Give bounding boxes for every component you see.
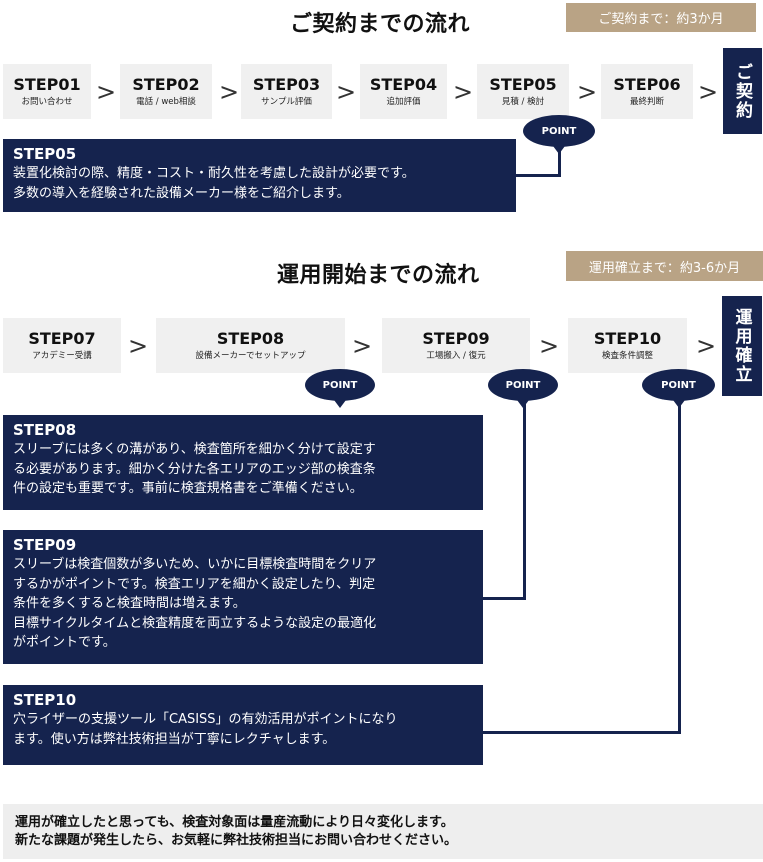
step-label: アカデミー受講 [32,350,92,361]
point-badge-step05: POINT [523,115,595,154]
step-code: STEP03 [252,74,321,94]
step05-detail-box: STEP05 装置化検討の際、精度・コスト・耐久性を考慮した設計が必要です。 多… [3,139,516,212]
box-text-line: 多数の導入を経験された設備メーカー様をご紹介します。 [13,185,350,201]
point-connector-line [558,140,561,176]
step03-card: STEP03 サンプル評価 [241,64,332,119]
box-text-line: 件の設定も重要です。事前に検査規格書をご準備ください。 [13,481,363,496]
chevron-right-icon: > [696,332,717,360]
point-connector-line [678,392,681,734]
step07-card: STEP07 アカデミー受講 [3,318,121,373]
box-text-line: る必要があります。細かく分けた各エリアのエッジ部の検査条 [13,461,376,477]
box-text-line: スリーブは検査個数が多いため、いかに目標検査時間をクリア [13,557,377,572]
step-label: 工場搬入 / 復元 [426,350,486,361]
chevron-right-icon: > [352,332,373,360]
step-code: STEP05 [489,74,557,94]
box-title: STEP10 [13,691,77,709]
step-code: STEP10 [593,328,662,348]
box-title: STEP08 [13,421,77,439]
footer-line: 新たな課題が発生したら、お気軽に弊社技術担当にお問い合わせください。 [15,833,458,848]
section1-title: ご契約までの流れ [290,12,471,37]
chevron-right-icon: > [96,78,117,106]
point-badge-step09: POINT [488,369,558,408]
section1-duration-badge: ご契約まで：約3か月 [566,3,756,32]
step-code: STEP07 [28,328,96,348]
step08-card: STEP08 設備メーカーでセットアップ [156,318,345,373]
box-text-line: 装置化検討の際、精度・コスト・耐久性を考慮した設計が必要です。 [13,166,415,181]
step05-card: STEP05 見積 / 検討 [477,64,569,119]
section2-duration-badge: 運用確立まで：約3-6か月 [566,251,763,281]
step04-card: STEP04 追加評価 [360,64,447,119]
step10-card: STEP10 検査条件調整 [568,318,687,373]
section2-title: 運用開始までの流れ [277,263,480,288]
step-label: 追加評価 [386,96,421,107]
step10-detail-box: STEP10 穴ライザーの支援ツール「CASISS」の有効活用がポイントになり … [3,685,483,765]
step-code: STEP01 [13,74,81,94]
step-label: 見積 / 検討 [501,96,545,107]
box-text-line: がポイントです。 [13,635,116,650]
box-text-line: 条件を多くすると検査時間は増えます。 [13,596,246,611]
step02-card: STEP02 電話 / web相談 [120,64,212,119]
contract-goal-badge: ご契約 [723,48,762,134]
step-label: 電話 / web相談 [136,96,196,107]
chevron-right-icon: > [128,332,149,360]
point-connector-line [482,731,681,734]
step06-card: STEP06 最終判断 [601,64,693,119]
point-connector-line [523,392,526,600]
operation-goal-badge: 運用確立 [722,296,762,396]
step-label: 最終判断 [629,96,664,107]
chevron-right-icon: > [539,332,560,360]
step01-card: STEP01 お問い合わせ [3,64,91,119]
box-text-line: ます。使い方は弊社技術担当が丁寧にレクチャします。 [13,731,336,747]
chevron-right-icon: > [698,78,719,106]
step-label: 設備メーカーでセットアップ [195,350,306,361]
point-badge-step10: POINT [642,369,715,408]
point-badge-step08: POINT [305,369,375,408]
step-label: 検査条件調整 [601,350,653,361]
chevron-right-icon: > [336,78,357,106]
chevron-right-icon: > [453,78,474,106]
box-text-line: するかがポイントです。検査エリアを細かく設定したり、判定 [13,576,376,592]
chevron-right-icon: > [219,78,240,106]
box-title: STEP09 [13,536,77,554]
step-code: STEP04 [369,74,438,94]
step08-detail-box: STEP08 スリーブには多くの溝があり、検査箇所を細かく分けて設定す る必要が… [3,415,483,510]
point-connector-line [482,597,526,600]
step-code: STEP09 [422,328,490,348]
step09-card: STEP09 工場搬入 / 復元 [382,318,530,373]
step-label: お問い合わせ [21,96,73,107]
chevron-right-icon: > [577,78,598,106]
step-code: STEP08 [216,328,285,348]
box-text-line: 穴ライザーの支援ツール「CASISS」の有効活用がポイントになり [13,712,398,727]
step-code: STEP06 [613,74,681,94]
box-title: STEP05 [13,145,77,163]
point-connector-line [515,174,561,177]
step-label: サンプル評価 [261,96,312,107]
step-code: STEP02 [132,74,200,94]
box-text-line: 目標サイクルタイムと検査精度を両立するような設定の最適化 [13,615,377,631]
footer-line: 運用が確立したと思っても、検査対象面は量産流動により日々変化します。 [15,815,454,830]
step09-detail-box: STEP09 スリーブは検査個数が多いため、いかに目標検査時間をクリア するかが… [3,530,483,664]
box-text-line: スリーブには多くの溝があり、検査箇所を細かく分けて設定す [13,442,376,457]
footer-note: 運用が確立したと思っても、検査対象面は量産流動により日々変化します。 新たな課題… [3,804,763,859]
